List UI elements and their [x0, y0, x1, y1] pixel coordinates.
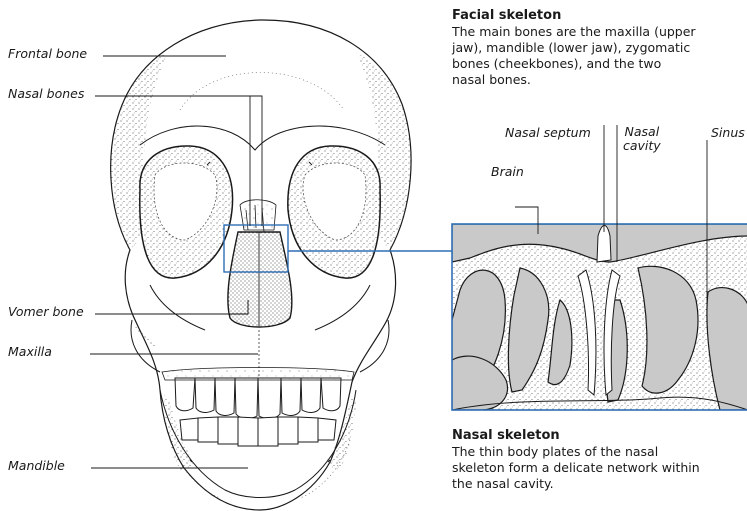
facial-skeleton-line: jaw), mandible (lower jaw), zygomatic: [452, 40, 696, 56]
nasal-skeleton-title: Nasal skeleton: [452, 428, 560, 443]
facial-skeleton-title: Facial skeleton: [452, 8, 561, 23]
nasal-skeleton-body: The thin body plates of the nasal skelet…: [452, 444, 700, 492]
label-nasal-cavity: Nasal cavity: [623, 125, 661, 153]
label-brain: Brain: [491, 164, 524, 179]
nasal-aperture: [228, 232, 292, 327]
facial-skeleton-line: nasal bones.: [452, 72, 696, 88]
facial-skeleton-line: The main bones are the maxilla (upper: [452, 24, 696, 40]
label-mandible: Mandible: [8, 458, 65, 473]
nasal-skeleton-line: The thin body plates of the nasal: [452, 444, 700, 460]
label-sinus: Sinus: [711, 125, 745, 140]
label-nasal-cavity-line2: cavity: [623, 139, 661, 153]
label-maxilla: Maxilla: [8, 344, 52, 359]
label-frontal-bone: Frontal bone: [8, 46, 87, 61]
label-nasal-cavity-line1: Nasal: [623, 125, 661, 139]
nasal-skeleton-line: the nasal cavity.: [452, 476, 700, 492]
facial-skeleton-body: The main bones are the maxilla (upper ja…: [452, 24, 696, 88]
facial-skeleton-line: bones (cheekbones), and the two: [452, 56, 696, 72]
nasal-cross-section: [452, 224, 747, 410]
label-nasal-septum: Nasal septum: [505, 125, 591, 140]
label-nasal-bones: Nasal bones: [8, 86, 84, 101]
lower-teeth: [180, 417, 336, 446]
skull: [111, 20, 411, 510]
label-vomer-bone: Vomer bone: [8, 304, 84, 319]
nasal-skeleton-line: skeleton form a delicate network within: [452, 460, 700, 476]
